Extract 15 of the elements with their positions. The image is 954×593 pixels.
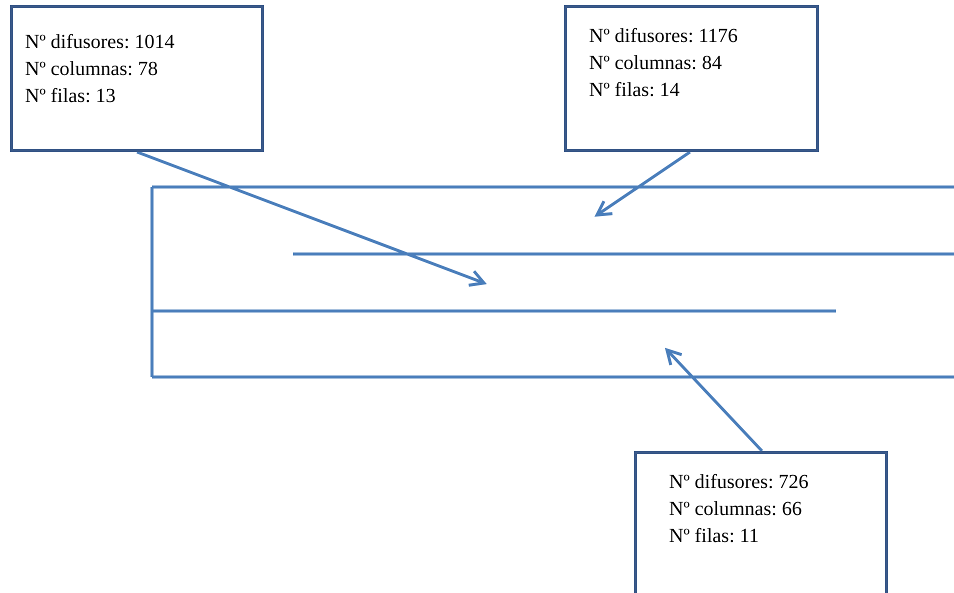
info-text: Nº columnas: 84 <box>589 51 722 76</box>
info-box <box>10 5 264 152</box>
leader-arrow <box>666 348 764 452</box>
leader-arrow <box>596 150 691 216</box>
info-text: Nº difusores: 1014 <box>25 30 175 55</box>
info-box <box>634 451 888 593</box>
info-text: Nº difusores: 1176 <box>589 24 738 49</box>
info-text: Nº difusores: 726 <box>669 470 809 495</box>
leader-arrow <box>136 150 486 287</box>
info-text: Nº columnas: 66 <box>669 497 802 522</box>
info-text: Nº columnas: 78 <box>25 57 158 82</box>
info-text: Nº filas: 11 <box>669 524 759 549</box>
info-text: Nº filas: 14 <box>589 78 680 103</box>
info-box <box>564 5 819 152</box>
info-text: Nº filas: 13 <box>25 84 116 109</box>
